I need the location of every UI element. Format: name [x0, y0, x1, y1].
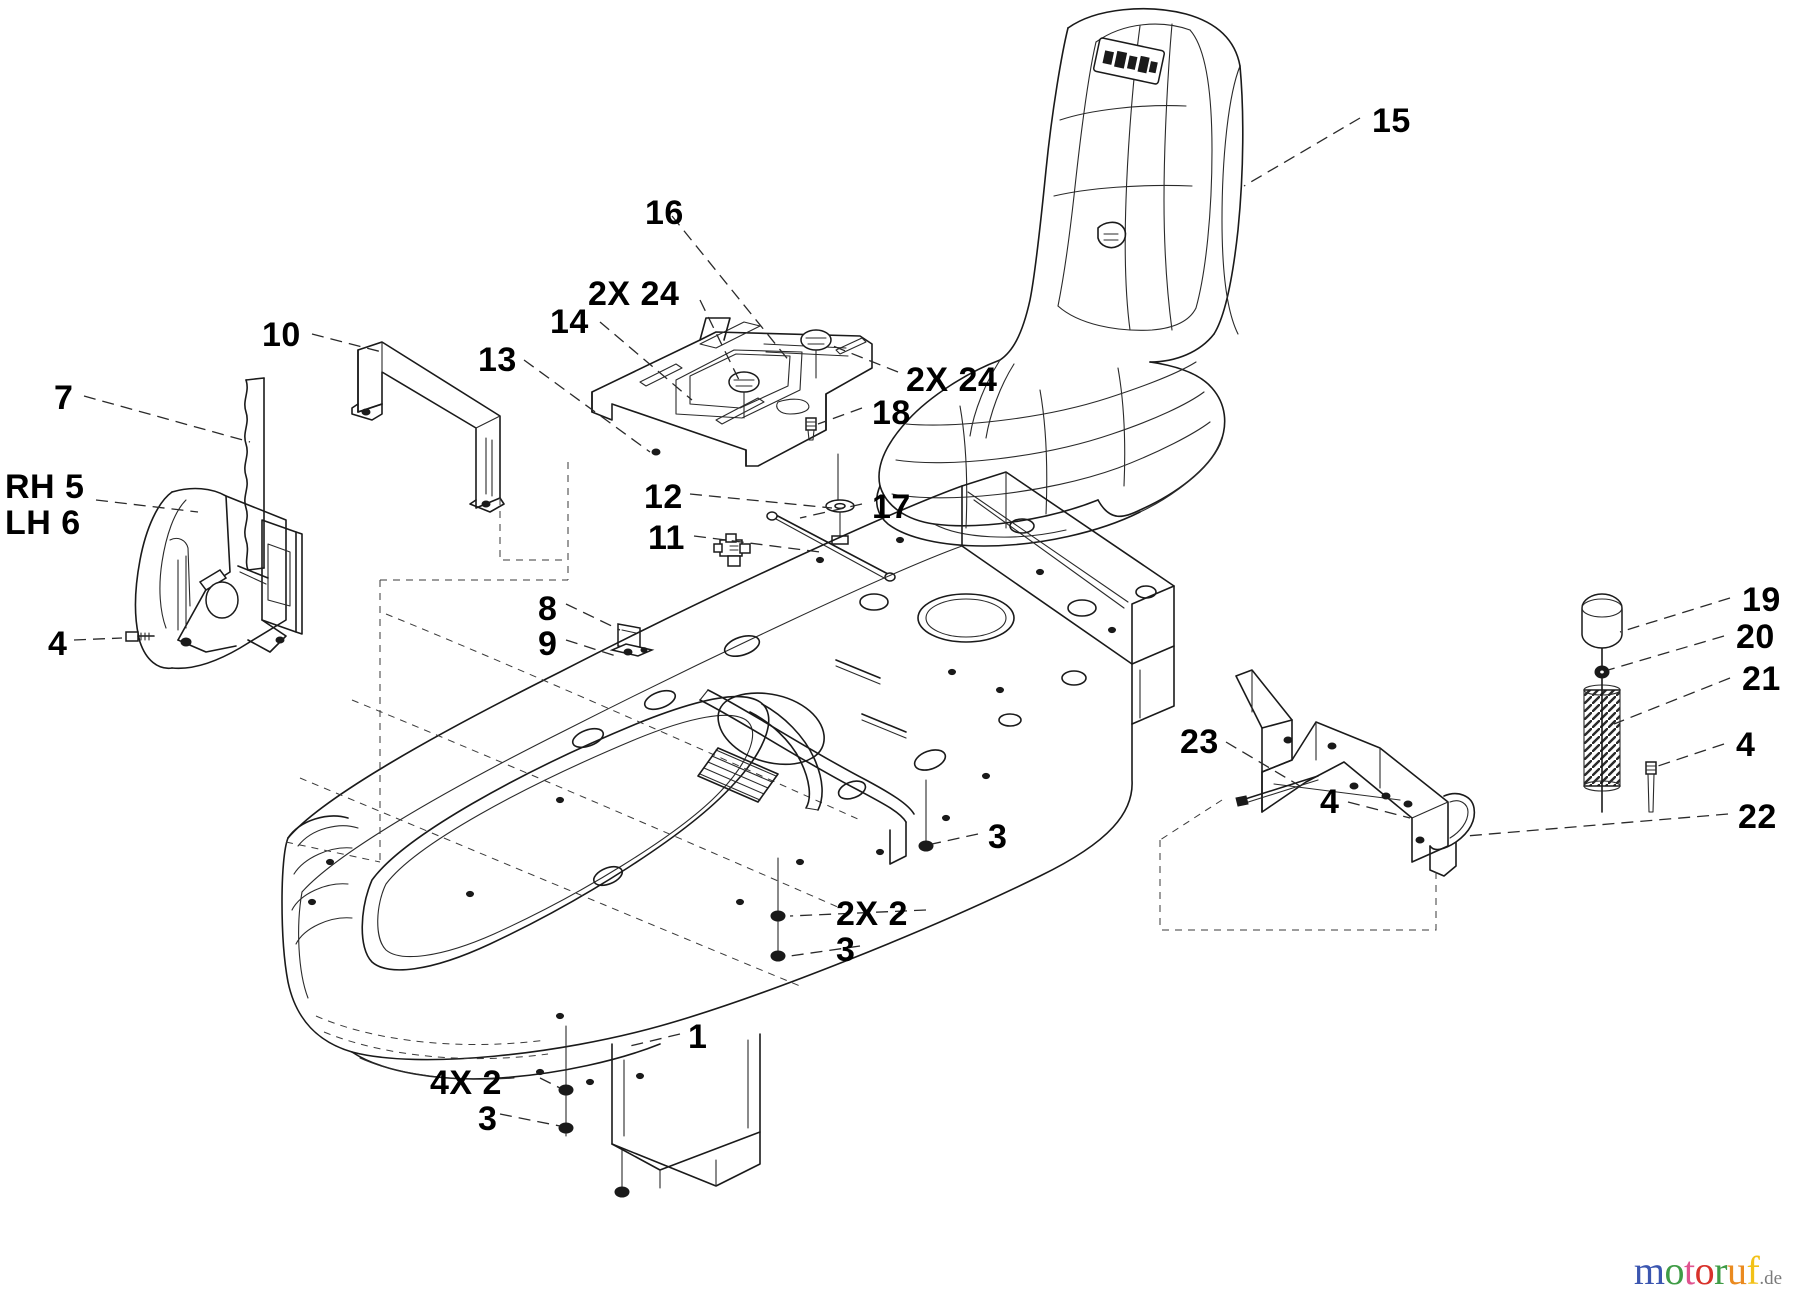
rod-17 [766, 511, 896, 582]
callout-12: 12 [644, 478, 683, 516]
callout-4: 4 [1736, 726, 1756, 764]
seat-assembly-art [875, 7, 1244, 547]
callout-22: 22 [1738, 798, 1777, 836]
callout-3: 3 [478, 1100, 498, 1138]
motoruf-watermark: motoruf.de [1634, 1251, 1782, 1291]
right-adjuster-assembly [1159, 593, 1657, 931]
callout-2x-24: 2X 24 [588, 275, 680, 313]
watermark-letter-o: o [1664, 1248, 1685, 1293]
knob-19 [1581, 593, 1623, 649]
callout-8: 8 [538, 590, 558, 628]
fastener-column-right [918, 779, 934, 852]
callout-18: 18 [872, 394, 911, 432]
spring-pin-7 [244, 377, 265, 571]
callout-3: 3 [836, 931, 856, 969]
callout-16: 16 [645, 194, 684, 232]
seat-support-bracket-10 [351, 341, 505, 513]
callout-23: 23 [1180, 723, 1219, 761]
callout-17: 17 [872, 488, 911, 526]
callout-4: 4 [1320, 783, 1340, 821]
callout-7: 7 [54, 379, 74, 417]
callout-rh-5: RH 5 [5, 468, 85, 506]
callout-13: 13 [478, 341, 517, 379]
seat-mount-plate-14 [591, 317, 873, 467]
screw-4-left [125, 631, 155, 642]
fastener-column-left [558, 1025, 574, 1137]
fastener-column-mid [770, 857, 786, 962]
watermark-letter-m: m [1633, 1248, 1665, 1293]
screw-4-right [1645, 761, 1657, 813]
callout-4: 4 [48, 625, 68, 663]
seat-logo-patch [1092, 37, 1166, 85]
leader-lines [73, 117, 1731, 1127]
fastener-column-one [614, 1149, 630, 1198]
callout-1: 1 [688, 1018, 708, 1056]
watermark-letter-r: r [1714, 1248, 1727, 1293]
callout-21: 21 [1742, 660, 1781, 698]
callout-14: 14 [550, 303, 589, 341]
callout-4x-2: 4X 2 [430, 1064, 502, 1102]
callout-11: 11 [648, 519, 685, 557]
callout-20: 20 [1736, 618, 1775, 656]
callout-3: 3 [988, 818, 1008, 856]
stud-18 [805, 417, 817, 441]
callout-2x-24: 2X 24 [906, 361, 998, 399]
watermark-letter-t: t [1684, 1248, 1695, 1293]
callout-lh-6: LH 6 [5, 504, 81, 542]
watermark-letter-o: o [1694, 1248, 1715, 1293]
callout-19: 19 [1742, 581, 1781, 619]
callout-10: 10 [262, 316, 301, 354]
hatch-block [697, 747, 779, 803]
watermark-letter-u: u [1726, 1248, 1747, 1293]
fastener-13 [651, 448, 661, 456]
seat-adjust-handle [1097, 221, 1127, 249]
callout-15: 15 [1372, 102, 1411, 140]
callout-9: 9 [538, 625, 558, 663]
main-frame-art [281, 462, 1175, 1189]
watermark-letter-f: f [1746, 1248, 1760, 1293]
callout-2x-2: 2X 2 [836, 895, 908, 933]
rh-lh-bracket-art [134, 487, 303, 670]
watermark-suffix: .de [1759, 1268, 1782, 1289]
